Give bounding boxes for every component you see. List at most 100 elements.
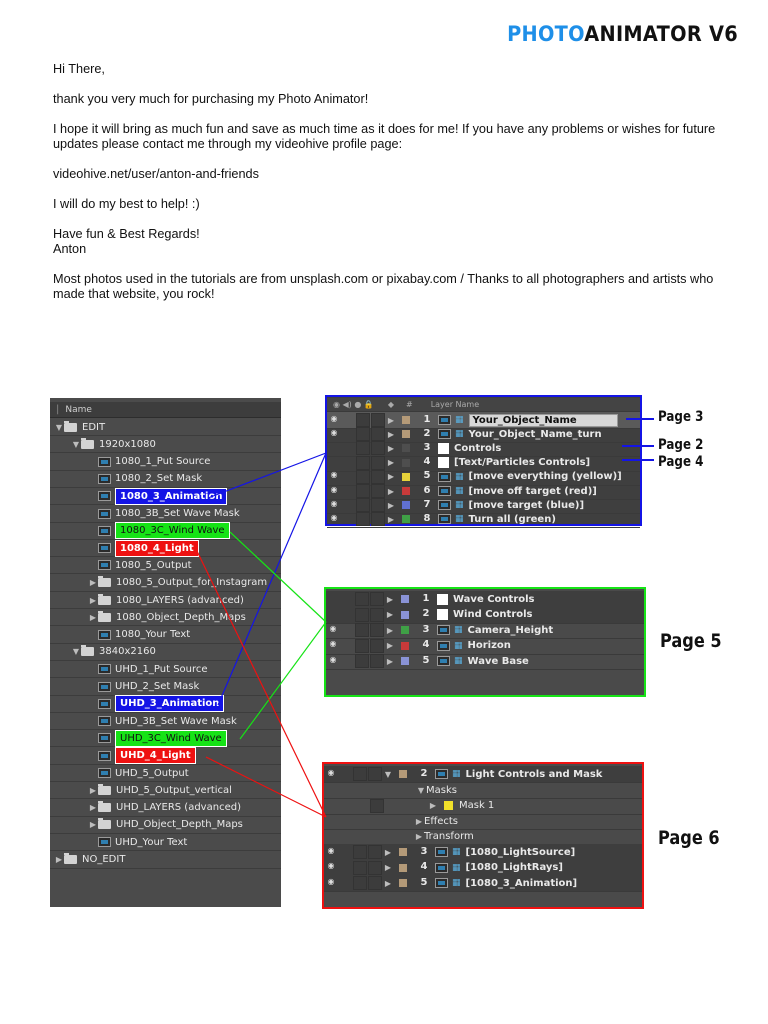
collapse-arrow-icon[interactable]: ▶ (89, 578, 97, 588)
collapse-arrow-icon[interactable]: ▶ (55, 855, 63, 864)
layer-name[interactable]: Your_Object_Name_turn (468, 428, 602, 440)
project-item[interactable]: ▶1080_Object_Depth_Maps (50, 609, 281, 627)
project-item[interactable]: 1080_2_Set Mask (50, 471, 281, 488)
expand-arrow-icon[interactable]: ▼ (72, 439, 80, 449)
switch-box[interactable] (356, 427, 370, 442)
label-color-swatch[interactable] (402, 472, 410, 481)
timeline-layer-row[interactable]: ◉▶8▦Turn all (green) (327, 511, 640, 529)
eye-icon[interactable]: ◉ (327, 767, 335, 777)
collapse-arrow-icon[interactable]: ▶ (89, 595, 97, 605)
label-color-swatch[interactable] (399, 848, 407, 856)
eye-icon[interactable]: ◉ (330, 413, 338, 423)
switch-box[interactable] (356, 441, 370, 456)
layer-name[interactable]: [1080_LightSource] (465, 846, 576, 858)
property-expand-icon[interactable]: ▶ (415, 816, 423, 826)
switch-box[interactable] (368, 767, 382, 781)
layer-name[interactable]: Wave Controls (453, 593, 535, 605)
switch-box[interactable] (370, 592, 384, 606)
project-item[interactable]: ▶UHD_LAYERS (advanced) (50, 800, 281, 817)
collapse-arrow-icon[interactable]: ▶ (89, 820, 97, 830)
layer-expand-icon[interactable]: ▶ (386, 641, 394, 650)
switch-box[interactable] (368, 876, 382, 890)
switch-box[interactable] (368, 845, 382, 859)
label-color-swatch[interactable] (402, 515, 410, 524)
layer-name[interactable]: Wind Controls (453, 609, 533, 620)
switch-box[interactable] (371, 413, 385, 427)
switch-box[interactable] (370, 654, 384, 668)
project-item[interactable]: UHD_3B_Set Wave Mask (50, 713, 281, 731)
layer-name[interactable]: Camera_Height (467, 624, 554, 636)
layer-name[interactable]: Your_Object_Name (468, 413, 618, 427)
switch-box[interactable] (356, 469, 370, 484)
layer-name[interactable]: Light Controls and Mask (465, 768, 603, 780)
switch-box[interactable] (356, 484, 370, 498)
layer-name[interactable]: [Text/Particles Controls] (454, 457, 591, 469)
project-item[interactable]: ▼EDIT (50, 419, 281, 436)
layer-name[interactable]: Turn all (green) (468, 513, 556, 525)
switch-box[interactable] (371, 441, 385, 456)
project-item[interactable]: UHD_2_Set Mask (50, 679, 281, 696)
label-color-swatch[interactable] (399, 879, 407, 887)
layer-expand-icon[interactable]: ▶ (386, 625, 394, 635)
collapse-arrow-icon[interactable]: ▶ (89, 785, 97, 795)
switch-box[interactable] (353, 767, 367, 781)
layer-expand-icon[interactable]: ▶ (387, 514, 395, 524)
profile-link[interactable]: videohive.net/user/anton-and-friends (53, 167, 259, 181)
switch-box[interactable] (355, 638, 369, 653)
eye-icon[interactable]: ◉ (330, 498, 338, 508)
eye-icon[interactable]: ◉ (330, 470, 338, 480)
eye-icon[interactable]: ◉ (329, 654, 337, 664)
timeline-layer-row[interactable]: ◉▶7▦[move target (blue)] (327, 497, 640, 515)
project-item[interactable]: 1080_1_Put Source (50, 454, 281, 471)
mask-color-swatch[interactable] (444, 801, 453, 810)
label-color-swatch[interactable] (401, 595, 409, 603)
name-column-header[interactable]: Name (65, 404, 92, 415)
label-color-swatch[interactable] (399, 863, 407, 872)
eye-icon[interactable]: ◉ (329, 623, 337, 633)
switch-box[interactable] (371, 484, 385, 498)
project-item[interactable]: UHD_4_Light (50, 747, 281, 765)
project-item[interactable]: UHD_Your Text (50, 834, 281, 852)
timeline-layer-row[interactable]: ◉▶4▦[1080_LightRays] (324, 859, 642, 877)
eye-icon[interactable]: ◉ (327, 876, 335, 886)
expand-arrow-icon[interactable]: ▼ (72, 647, 80, 657)
property-expand-icon[interactable]: ▶ (429, 801, 437, 810)
label-color-swatch[interactable] (401, 626, 409, 634)
layer-expand-icon[interactable]: ▶ (387, 472, 395, 482)
project-item[interactable]: ▶UHD_Object_Depth_Maps (50, 817, 281, 834)
label-color-swatch[interactable] (402, 487, 410, 495)
switch-box[interactable] (371, 427, 385, 442)
collapse-arrow-icon[interactable]: ▶ (89, 612, 97, 622)
property-group-row[interactable]: ▶Mask 1 (324, 798, 642, 815)
timeline-layer-row[interactable]: ◉▶5▦Wave Base (326, 653, 644, 670)
switch-box[interactable] (371, 455, 385, 470)
project-item[interactable]: 1080_4_Light (50, 539, 281, 558)
layer-expand-icon[interactable]: ▶ (387, 486, 395, 496)
timeline-layer-row[interactable]: ◉▶5▦[1080_3_Animation] (324, 875, 642, 892)
label-color-swatch[interactable] (402, 430, 410, 439)
layer-expand-icon[interactable]: ▶ (384, 847, 392, 857)
project-item[interactable]: 1080_Your Text (50, 627, 281, 644)
label-color-swatch[interactable] (402, 444, 410, 453)
project-item[interactable]: UHD_3C_Wind Wave (50, 729, 281, 748)
switch-box[interactable] (353, 845, 367, 859)
timeline-layer-row[interactable]: ◉▶5▦[move everything (yellow)] (327, 469, 640, 486)
collapse-arrow-icon[interactable]: ▶ (89, 803, 97, 813)
property-group-row[interactable]: ▶Effects (324, 813, 642, 830)
layer-expand-icon[interactable]: ▶ (387, 500, 395, 510)
layer-name[interactable]: [1080_LightRays] (465, 862, 563, 873)
layer-expand-icon[interactable]: ▶ (386, 594, 394, 604)
switch-box[interactable] (355, 592, 369, 606)
switch-box[interactable] (368, 860, 382, 875)
timeline-layer-row[interactable]: ◉▶2▦Your_Object_Name_turn (327, 426, 640, 444)
switch-box[interactable] (356, 498, 370, 513)
layer-expand-icon[interactable]: ▼ (384, 769, 392, 779)
eye-icon[interactable]: ◉ (327, 845, 335, 855)
property-expand-icon[interactable]: ▶ (415, 832, 423, 841)
layer-expand-icon[interactable]: ▶ (387, 443, 395, 453)
eye-icon[interactable]: ◉ (327, 861, 335, 870)
switch-box[interactable] (371, 498, 385, 513)
switch-box[interactable] (371, 512, 385, 527)
